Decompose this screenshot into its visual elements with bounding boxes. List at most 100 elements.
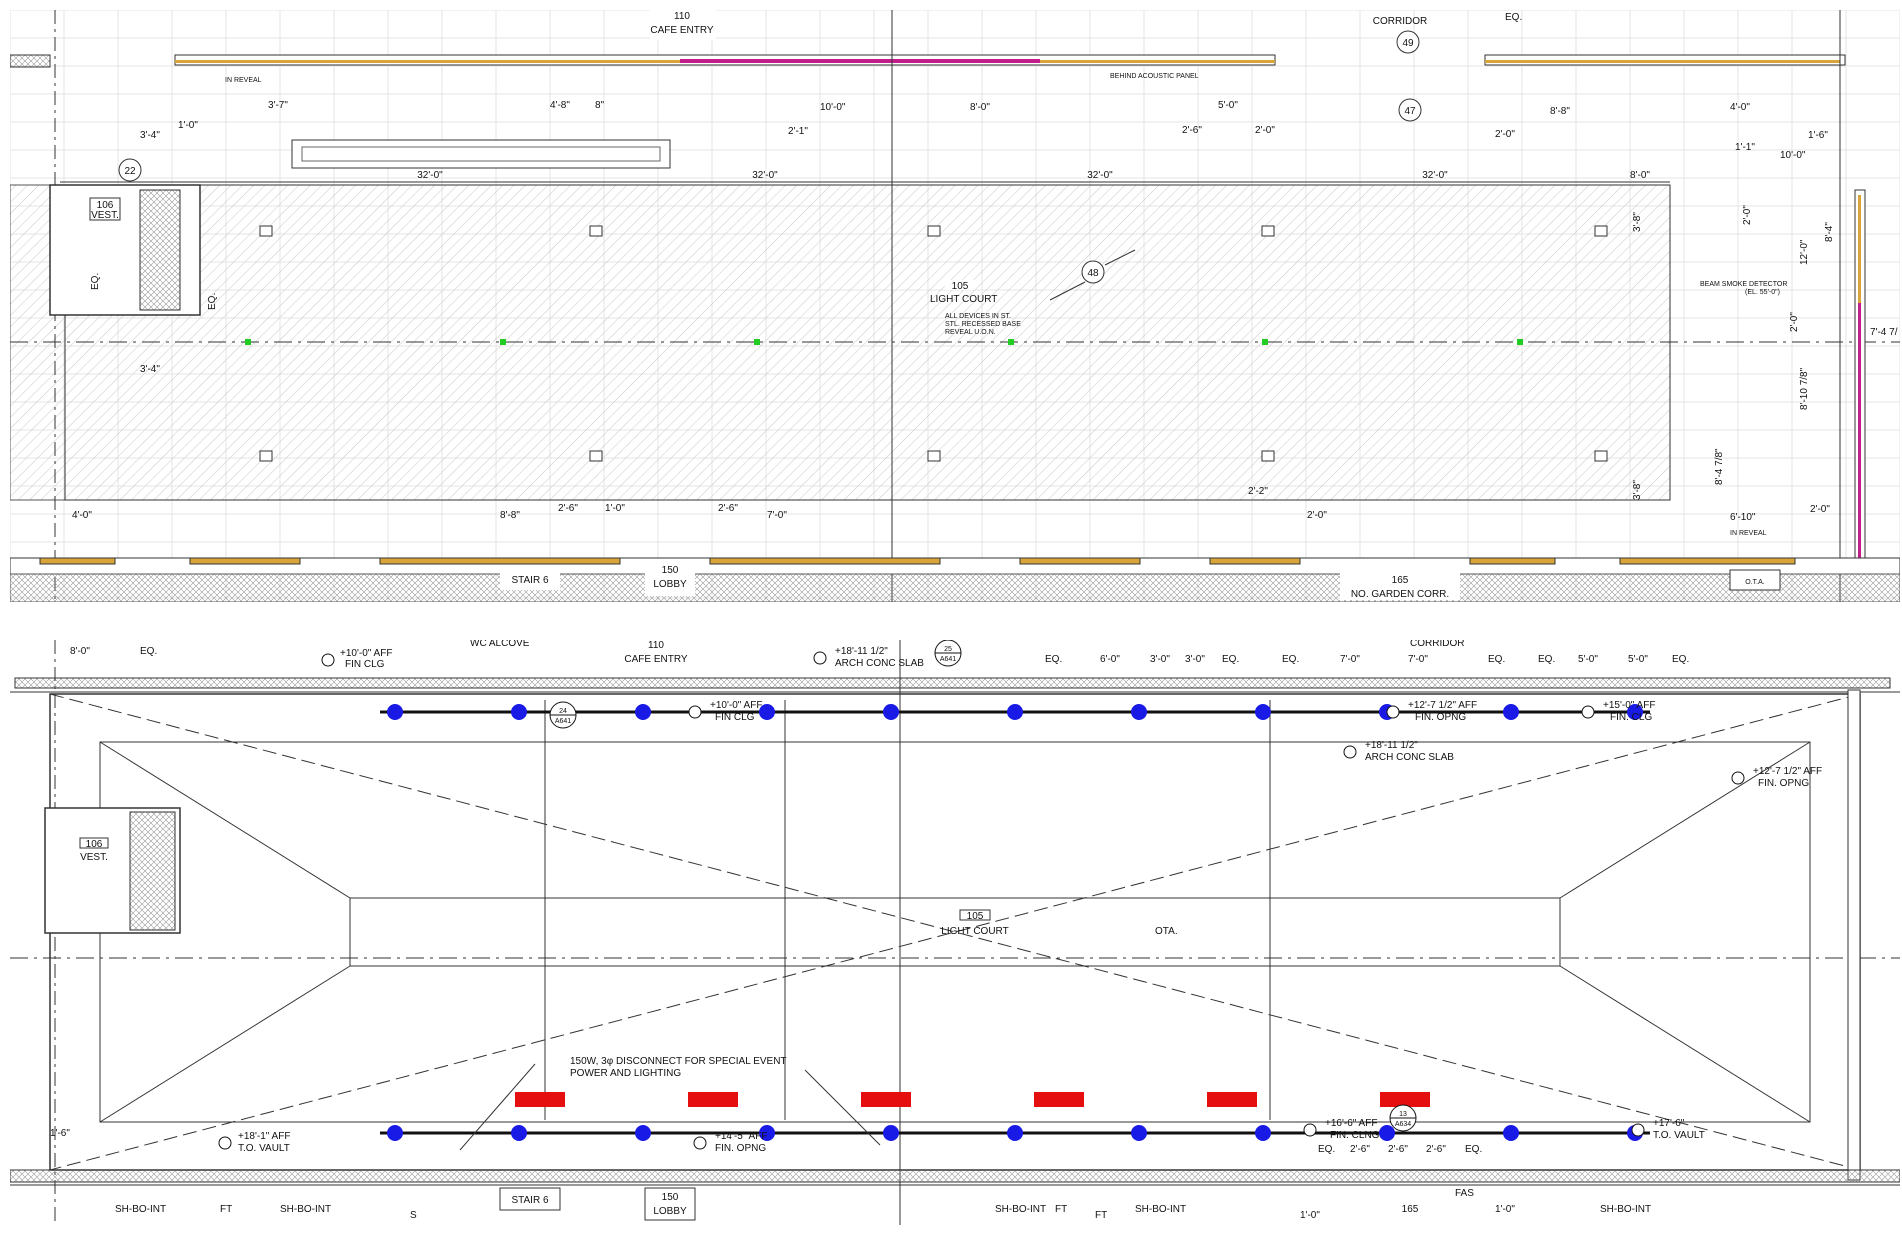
dim-upper: 2'-6" bbox=[1182, 125, 1202, 136]
elevation-marker bbox=[1303, 1123, 1317, 1137]
north-wall bbox=[14, 677, 1891, 689]
elevation-marker bbox=[1581, 705, 1595, 719]
south-wall-planters bbox=[39, 557, 1796, 565]
dim: 1'-0" bbox=[1300, 1210, 1320, 1221]
elevation-value: +10'-0" AFF bbox=[340, 648, 392, 659]
room-name: LIGHT COURT bbox=[941, 926, 1008, 937]
disconnect bbox=[515, 1092, 565, 1107]
lobby-box bbox=[644, 1187, 696, 1221]
elevation-value: +17'-6" bbox=[1653, 1118, 1685, 1129]
room-name: LIGHT COURT bbox=[930, 294, 997, 305]
floor-box bbox=[1261, 450, 1275, 462]
elevation-marker bbox=[1731, 771, 1745, 785]
stair-box bbox=[500, 568, 560, 590]
disconnect bbox=[1034, 1092, 1084, 1107]
device-note-1: ALL DEVICES IN ST. bbox=[945, 313, 1011, 320]
elevation-sub: FIN. CLG bbox=[1610, 712, 1652, 723]
light-fixtures-north bbox=[387, 704, 1643, 720]
east-wall bbox=[1847, 689, 1861, 1181]
dim-lower: 1'-0" bbox=[605, 503, 625, 514]
elevation-sub: FIN CLG bbox=[715, 712, 755, 723]
dim-upper: 8'-8" bbox=[1550, 106, 1570, 117]
elevation-value: +12'-7 1/2" AFF bbox=[1408, 700, 1477, 711]
lobby-box bbox=[645, 562, 695, 596]
elevation-sub: FIN. OPNG bbox=[1758, 778, 1809, 789]
device-marker bbox=[1262, 339, 1268, 345]
acoustic-panel-strip-ne bbox=[1485, 60, 1840, 63]
room-number: 105 bbox=[952, 281, 969, 292]
dim-upper: 1'-1" bbox=[1735, 142, 1755, 153]
dim: 7'-0" bbox=[1408, 654, 1428, 665]
floor-boxes bbox=[259, 225, 1608, 462]
tag-48: 48 bbox=[1087, 268, 1099, 279]
elevation-marker bbox=[688, 705, 702, 719]
vestibule-door bbox=[129, 811, 176, 931]
light-fixture bbox=[1007, 704, 1023, 720]
ota-label: O.T.A. bbox=[1745, 579, 1765, 586]
magenta-strip-north bbox=[680, 59, 1040, 63]
dim: EQ. bbox=[1465, 1144, 1482, 1155]
dim: 1'-6" bbox=[50, 1128, 70, 1139]
dim: 2'-6" bbox=[1426, 1144, 1446, 1155]
corridor-label: CORRIDOR bbox=[1373, 16, 1427, 27]
dim: 2'-6" bbox=[1388, 1144, 1408, 1155]
elevation-marker bbox=[813, 651, 827, 665]
dim: 2'-6" bbox=[1350, 1144, 1370, 1155]
dim-upper: 3'-4" bbox=[140, 130, 160, 141]
dim-lower: 3'-4" bbox=[140, 364, 160, 375]
eq-label: EQ. bbox=[90, 273, 101, 290]
light-fixtures-south bbox=[387, 1125, 1643, 1141]
lobby-label: LOBBY bbox=[653, 579, 687, 590]
beam-smoke-elev: (EL. 55'-0") bbox=[1745, 289, 1780, 296]
vest-tag-box bbox=[79, 837, 109, 849]
dim-upper: 2'-1" bbox=[788, 126, 808, 137]
dim-upper: 5'-0" bbox=[1218, 100, 1238, 111]
dim-upper: 3'-7" bbox=[268, 100, 288, 111]
green-device-markers bbox=[245, 339, 1523, 345]
dim-upper: 4'-0" bbox=[1730, 102, 1750, 113]
light-fixture bbox=[1131, 704, 1147, 720]
eq-label-2: EQ. bbox=[207, 293, 218, 310]
planter bbox=[1469, 557, 1556, 565]
south-rooms bbox=[10, 573, 1900, 602]
top-dimensions: 8'-0" EQ. EQ. 6'-0" 3'-0" 3'-0" EQ. EQ. … bbox=[70, 646, 1689, 665]
lobby-number: 150 bbox=[662, 565, 679, 576]
dim: EQ. bbox=[1222, 654, 1239, 665]
device-marker bbox=[1008, 339, 1014, 345]
floor-box bbox=[927, 225, 941, 237]
elevation-marker bbox=[218, 1136, 232, 1150]
dim-vertical: 8'-10 7/8" bbox=[1799, 367, 1810, 410]
in-reveal-label-2: IN REVEAL bbox=[1730, 530, 1767, 537]
equip-label: FT bbox=[1055, 1204, 1067, 1215]
magenta-strip-east bbox=[1858, 303, 1861, 568]
dim-lower: 2'-6" bbox=[718, 503, 738, 514]
elevation-value: +16'-6" AFF bbox=[1325, 1118, 1377, 1129]
dim: 6'-0" bbox=[1100, 654, 1120, 665]
cafe-box bbox=[628, 640, 684, 666]
light-fixture bbox=[1379, 1125, 1395, 1141]
dim: 8'-0" bbox=[70, 646, 90, 657]
light-fixture bbox=[1255, 704, 1271, 720]
light-fixture bbox=[511, 1125, 527, 1141]
dim: EQ. bbox=[1318, 1144, 1335, 1155]
cafe-label: CAFE ENTRY bbox=[624, 654, 687, 665]
elevation-value: +12'-7 1/2" AFF bbox=[1753, 766, 1822, 777]
section-sheet: A641 bbox=[555, 718, 571, 725]
section-num: 25 bbox=[944, 646, 952, 653]
cafe-label: CAFE ENTRY bbox=[650, 25, 713, 36]
section-num: 13 bbox=[1399, 1111, 1407, 1118]
disconnect bbox=[1207, 1092, 1257, 1107]
floor-box bbox=[927, 450, 941, 462]
vest-number: 106 bbox=[97, 200, 114, 211]
elevation-sub: T.O. VAULT bbox=[238, 1143, 290, 1154]
ota-label: OTA. bbox=[1155, 926, 1178, 937]
dim-vertical: 8'-4" bbox=[1824, 222, 1835, 242]
floor-box bbox=[1594, 450, 1608, 462]
dim: EQ. bbox=[140, 646, 157, 657]
device-marker bbox=[245, 339, 251, 345]
device-marker bbox=[754, 339, 760, 345]
dim-vertical: 7'-4 7/ bbox=[1870, 327, 1898, 338]
dim-upper: 2'-0" bbox=[1255, 125, 1275, 136]
garden-box bbox=[1340, 572, 1460, 600]
dim-upper: 1'-0" bbox=[178, 120, 198, 131]
